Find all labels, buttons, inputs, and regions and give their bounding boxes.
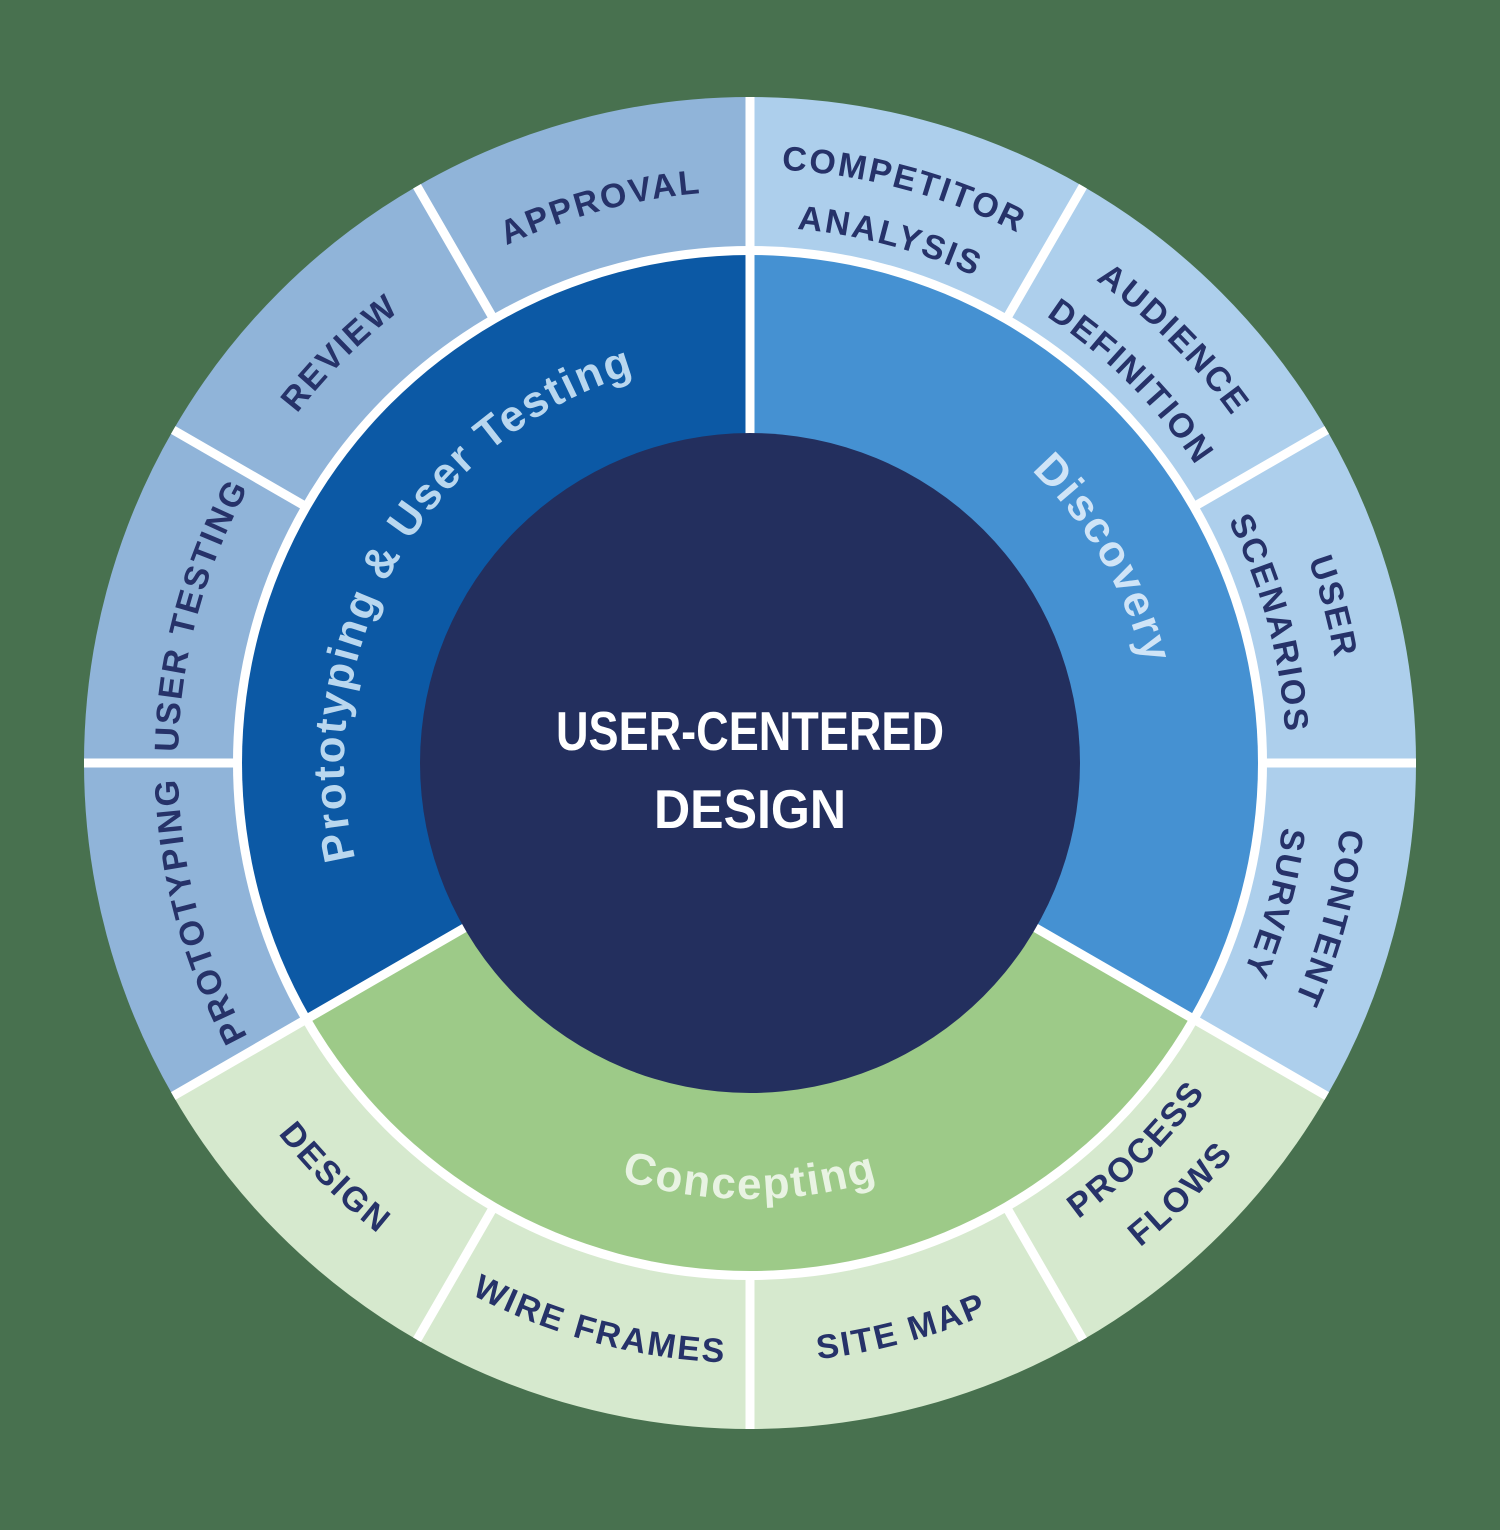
center-title-line1: USER-CENTERED [556, 700, 944, 762]
center-circle [420, 433, 1080, 1093]
center-title-line2: DESIGN [654, 778, 846, 840]
